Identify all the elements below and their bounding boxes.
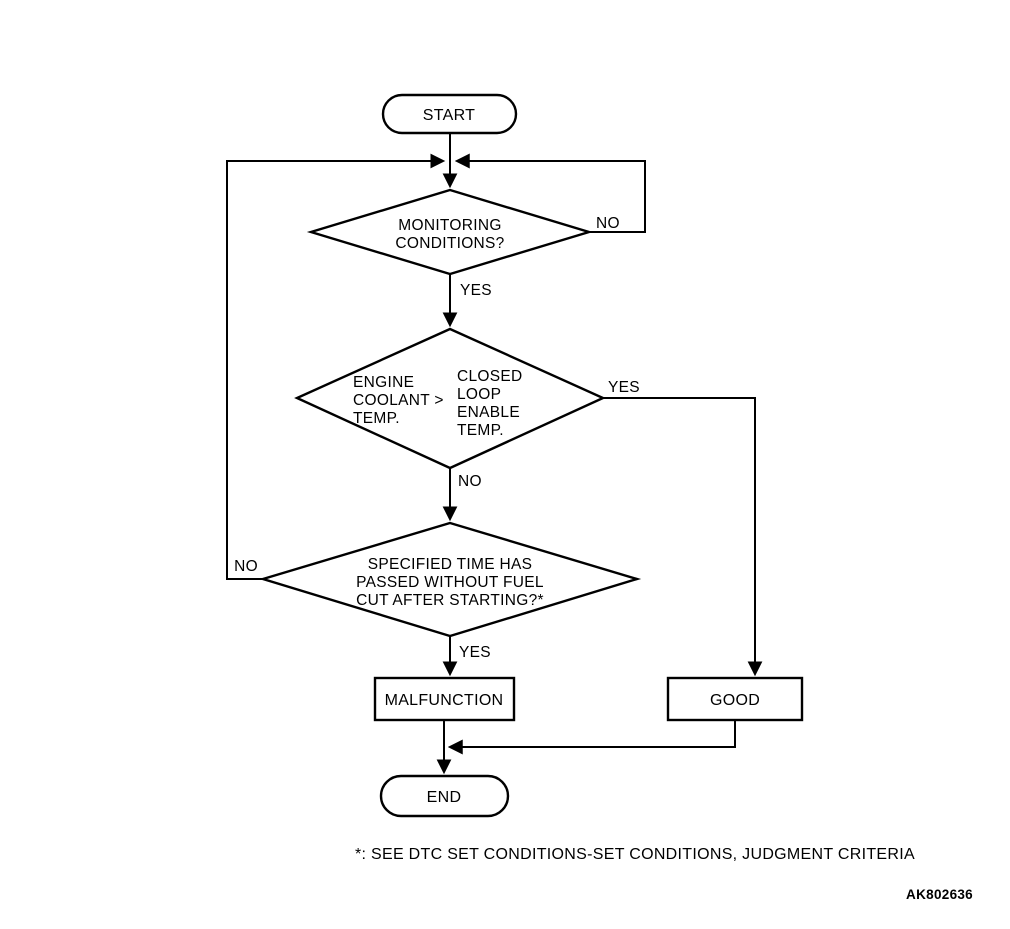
specified-time-yes-label: YES: [459, 644, 491, 661]
end-terminator-shape: [379, 774, 510, 818]
monitoring-no-label: NO: [596, 215, 620, 232]
node-start: START: [381, 93, 518, 135]
specified-time-line1: SPECIFIED TIME HAS: [368, 556, 532, 573]
specified-time-decision-shape: [258, 521, 642, 638]
node-good: GOOD: [666, 676, 804, 722]
footnote: *: SEE DTC SET CONDITIONS-SET CONDITIONS…: [355, 846, 915, 863]
edges: [226, 133, 763, 775]
coolant-right-line1: CLOSED: [457, 368, 523, 385]
edge-labels: NO YES YES NO NO YES: [234, 215, 640, 661]
node-end: END: [379, 774, 510, 818]
good-label: GOOD: [710, 692, 760, 709]
node-malfunction: MALFUNCTION: [373, 676, 516, 722]
specified-time-no-label: NO: [234, 558, 258, 575]
coolant-right-line3: ENABLE: [457, 404, 520, 421]
start-label: START: [423, 107, 475, 124]
coolant-left-line3: TEMP.: [353, 410, 400, 427]
node-monitoring-conditions: MONITORING CONDITIONS?: [306, 188, 594, 276]
node-coolant-decision: ENGINE COOLANT > TEMP. CLOSED LOOP ENABL…: [294, 327, 606, 470]
coolant-right-line4: TEMP.: [457, 422, 504, 439]
start-terminator-shape: [381, 93, 518, 135]
coolant-left-line1: ENGINE: [353, 374, 414, 391]
good-process-shape: [666, 676, 804, 722]
coolant-right-line2: LOOP: [457, 386, 501, 403]
monitoring-label-line1: MONITORING: [398, 217, 501, 234]
edge-specified-time-no-loop: [226, 153, 446, 580]
specified-time-line3: CUT AFTER STARTING?*: [356, 592, 544, 609]
coolant-no-label: NO: [458, 473, 482, 490]
end-label: END: [427, 789, 462, 806]
malfunction-label: MALFUNCTION: [385, 692, 504, 709]
monitoring-yes-label: YES: [460, 282, 492, 299]
edge-monitoring-no-loop: [454, 153, 646, 233]
malfunction-process-shape: [373, 676, 516, 722]
monitoring-label-line2: CONDITIONS?: [395, 235, 504, 252]
edge-coolant-yes-to-good: [603, 397, 763, 677]
edge-good-to-end: [447, 720, 736, 755]
coolant-left-line2: COOLANT >: [353, 392, 444, 409]
figure-code: AK802636: [906, 887, 973, 902]
specified-time-line2: PASSED WITHOUT FUEL: [356, 574, 544, 591]
node-specified-time-decision: SPECIFIED TIME HAS PASSED WITHOUT FUEL C…: [258, 521, 642, 638]
monitoring-decision-shape: [306, 188, 594, 276]
coolant-yes-label: YES: [608, 379, 640, 396]
coolant-decision-shape: [294, 327, 606, 470]
